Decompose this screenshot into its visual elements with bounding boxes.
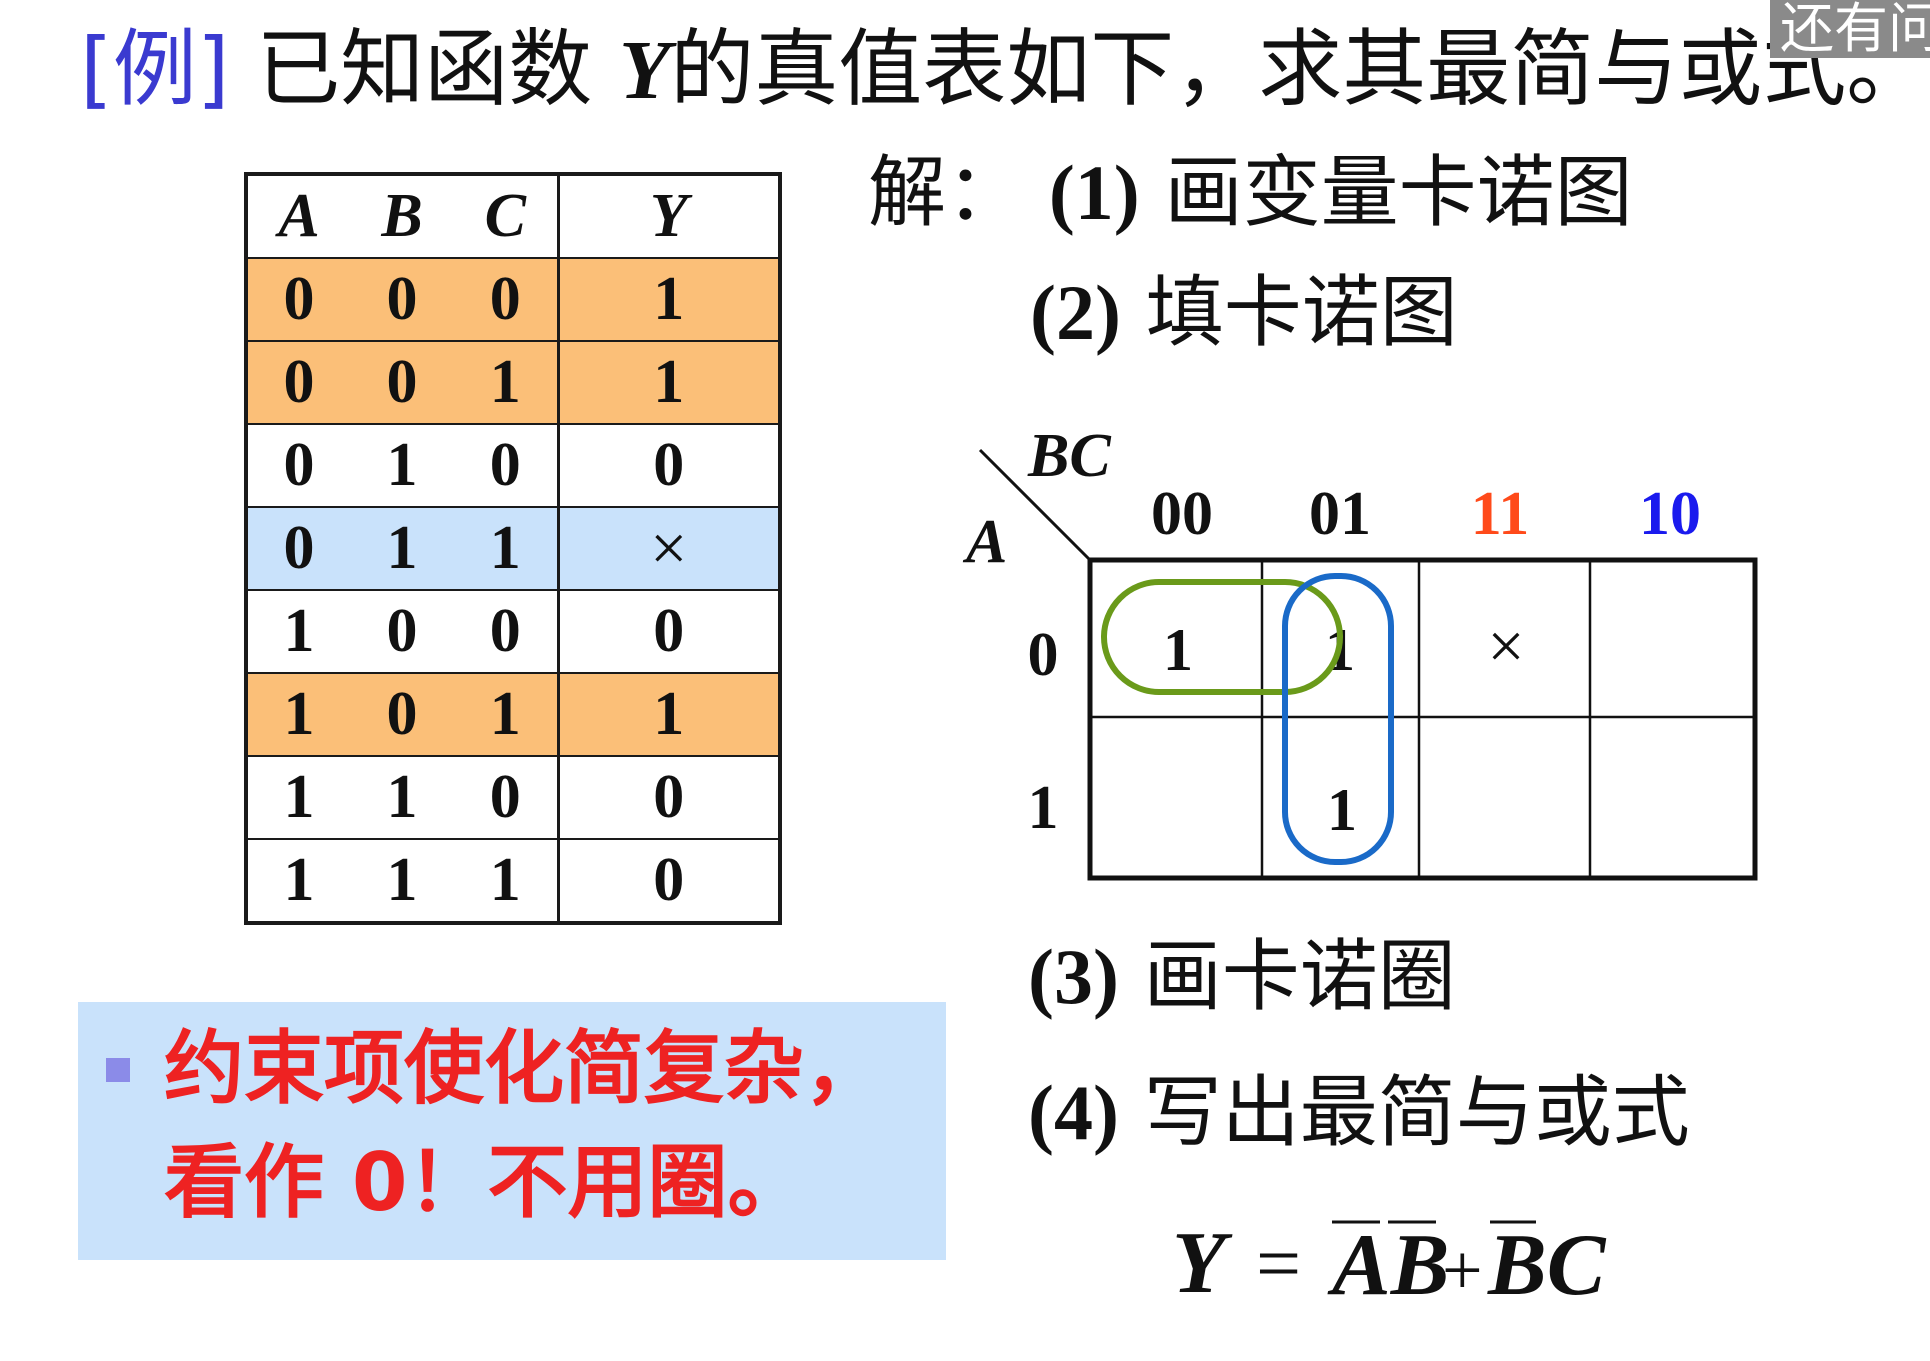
step-2-number: (2) — [1030, 269, 1121, 356]
cell-c: 1 — [454, 673, 558, 757]
note-box: 约束项使化简复杂， 看作 0！不用圈。 — [78, 1002, 946, 1260]
title-text-before: 已知函数 — [256, 20, 593, 118]
cell-b: 1 — [350, 507, 454, 591]
kmap-cell-0-11: × — [1487, 610, 1524, 683]
cell-b: 0 — [350, 341, 454, 425]
step-3-number: (3) — [1028, 933, 1119, 1020]
header-b: B — [350, 174, 454, 259]
cell-y: 0 — [556, 590, 780, 674]
cell-a: 0 — [246, 507, 350, 591]
cell-b: 0 — [350, 590, 454, 674]
cell-c: 0 — [454, 258, 558, 342]
note-line-2: 看作 0！不用圈。 — [164, 1136, 808, 1229]
step-1: 解： (1) 画变量卡诺图 — [868, 148, 1633, 238]
kmap-cell-0-00: 1 — [1163, 617, 1193, 683]
step-2-text: 填卡诺图 — [1145, 268, 1458, 358]
header-c: C — [454, 174, 558, 259]
header-a: A — [246, 174, 350, 259]
cell-y: × — [556, 507, 780, 591]
kmap-grid — [1087, 557, 1758, 881]
cell-c: 1 — [454, 341, 558, 425]
cell-b: 1 — [350, 839, 454, 924]
cell-a: 1 — [246, 756, 350, 840]
cell-y: 0 — [556, 839, 780, 924]
step-4-text: 写出最简与或式 — [1143, 1068, 1690, 1158]
cell-y: 1 — [556, 673, 780, 757]
kmap-row-label-1: 1 — [1028, 774, 1059, 842]
bullet-square-icon — [106, 1058, 130, 1082]
step-3-text: 画卡诺圈 — [1143, 932, 1456, 1022]
result-formula: Y = AB + BC — [1172, 1215, 1607, 1314]
cell-y: 1 — [556, 341, 780, 425]
truth-table-header-row: A B C Y — [246, 174, 780, 259]
step-2: (2) 填卡诺图 — [1030, 268, 1458, 358]
step-4-number: (4) — [1028, 1069, 1119, 1156]
cell-c: 0 — [454, 424, 558, 508]
kmap-cell-1-01: 1 — [1327, 777, 1357, 843]
cell-c: 0 — [454, 756, 558, 840]
cell-b: 1 — [350, 424, 454, 508]
cell-b: 0 — [350, 258, 454, 342]
cell-a: 0 — [246, 258, 350, 342]
step-1-text: 画变量卡诺图 — [1164, 148, 1633, 238]
kmap-loop-green — [1101, 579, 1343, 695]
cell-y: 0 — [556, 424, 780, 508]
cell-b: 1 — [350, 756, 454, 840]
kmap-loop-blue — [1282, 573, 1394, 865]
kmap-row-label-0: 0 — [1028, 621, 1059, 689]
step-4: (4) 写出最简与或式 — [1028, 1068, 1690, 1158]
cell-y: 1 — [556, 258, 780, 342]
kmap-col-variable: BC — [1027, 422, 1111, 490]
cell-b: 0 — [350, 673, 454, 757]
kmap-corner-diagonal — [978, 448, 1092, 562]
example-tag: [例] — [80, 20, 230, 118]
cell-a: 1 — [246, 673, 350, 757]
cell-a: 1 — [246, 590, 350, 674]
cell-c: 1 — [454, 507, 558, 591]
cell-a: 0 — [246, 341, 350, 425]
formula-plus: + — [1442, 1230, 1483, 1310]
cell-a: 0 — [246, 424, 350, 508]
corner-watermark: 还有问 — [1770, 0, 1930, 58]
kmap-col-label-11: 11 — [1471, 480, 1530, 548]
page-title: [例] 已知函数 Y的真值表如下，求其最简与或式。 — [80, 14, 1930, 126]
kmap-col-label-10: 10 — [1639, 480, 1701, 548]
note-line-1: 约束项使化简复杂， — [164, 1022, 884, 1115]
header-y: Y — [556, 174, 780, 259]
karnaugh-map: BC A 00 01 11 10 0 1 1 1 × 1 — [962, 422, 1758, 881]
title-text-after: 的真值表如下，求其最简与或式。 — [670, 20, 1930, 118]
formula-term-1: AB — [1327, 1217, 1449, 1314]
title-variable: Y — [618, 24, 671, 117]
formula-lhs: Y — [1172, 1215, 1233, 1312]
kmap-col-label-01: 01 — [1309, 480, 1371, 548]
cell-a: 1 — [246, 839, 350, 924]
kmap-col-label-00: 00 — [1151, 480, 1213, 548]
cell-c: 1 — [454, 839, 558, 924]
formula-equals: = — [1256, 1220, 1301, 1308]
kmap-border — [1087, 557, 1758, 881]
cell-c: 0 — [454, 590, 558, 674]
solution-label: 解： — [868, 148, 1025, 238]
kmap-row-variable: A — [962, 508, 1007, 576]
formula-term-2: BC — [1487, 1217, 1607, 1314]
step-3: (3) 画卡诺圈 — [1028, 932, 1456, 1022]
step-1-number: (1) — [1048, 149, 1140, 236]
cell-y: 0 — [556, 756, 780, 840]
